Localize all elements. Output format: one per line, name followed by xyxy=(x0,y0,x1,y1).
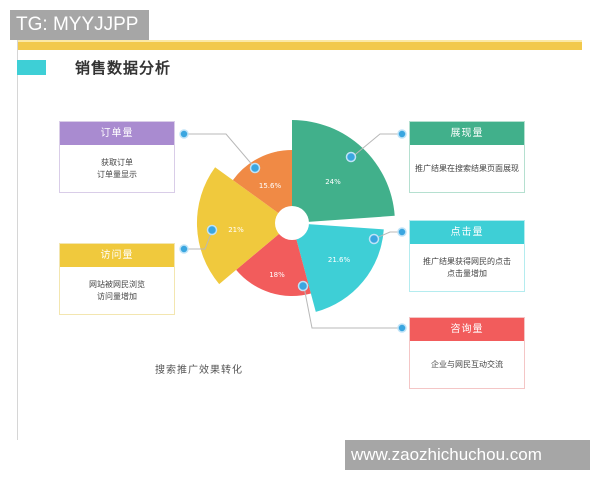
card-impressions: 展现量 推广结果在搜索结果页面展现 xyxy=(409,121,525,193)
leader-line-orders xyxy=(186,133,256,169)
slice-orders[interactable] xyxy=(232,149,292,223)
header-rule xyxy=(17,40,582,50)
card-orders: 订单量 获取订单 订单量显示 xyxy=(59,121,175,193)
watermark-top: TG: MYYJJPP xyxy=(10,10,149,40)
slice-inquiries[interactable] xyxy=(236,223,311,296)
slice-impressions[interactable] xyxy=(292,120,395,223)
card-clicks: 点击量 推广结果获得网民的点击 点击量增加 xyxy=(409,220,525,292)
dot-icon xyxy=(397,323,407,333)
slice-label-inquiries: 18% xyxy=(269,271,285,279)
slice-label-orders: 15.6% xyxy=(259,182,282,190)
dot-icon xyxy=(206,224,218,236)
dot-icon xyxy=(397,129,407,139)
card-clicks-line1: 推广结果获得网民的点击 xyxy=(423,256,511,266)
leader-line-inquiries xyxy=(303,286,402,329)
dot-icon xyxy=(179,244,189,254)
leader-line-visits xyxy=(184,230,213,250)
card-inquiries-title: 咨询量 xyxy=(410,318,524,341)
watermark-bottom: www.zaozhichuchou.com xyxy=(345,440,590,470)
card-impressions-line1: 推广结果在搜索结果页面展现 xyxy=(415,163,519,173)
dot-icon xyxy=(368,233,380,245)
dot-icon xyxy=(297,280,309,292)
card-impressions-title: 展现量 xyxy=(410,122,524,145)
card-orders-title: 订单量 xyxy=(60,122,174,145)
card-visits-line2: 访问量增加 xyxy=(97,291,137,301)
card-orders-line1: 获取订单 xyxy=(101,157,133,167)
donut-hole xyxy=(275,206,309,240)
card-visits-line1: 网站被网民浏览 xyxy=(89,279,145,289)
dot-icon xyxy=(345,151,357,163)
slice-label-visits: 21% xyxy=(228,226,244,234)
left-border xyxy=(17,40,18,440)
dot-icon xyxy=(397,227,407,237)
slice-clicks[interactable] xyxy=(292,223,384,312)
page-title: 销售数据分析 xyxy=(75,59,172,77)
chart-caption: 搜索推广效果转化 xyxy=(155,365,243,376)
card-visits: 访问量 网站被网民浏览 访问量增加 xyxy=(59,243,175,315)
title-accent-bar xyxy=(17,60,46,75)
dot-icon xyxy=(179,129,189,139)
card-inquiries-line1: 企业与网民互动交流 xyxy=(431,359,503,369)
card-clicks-title: 点击量 xyxy=(410,221,524,244)
card-clicks-line2: 点击量增加 xyxy=(447,268,487,278)
card-visits-title: 访问量 xyxy=(60,244,174,267)
leader-line-impressions xyxy=(350,133,402,159)
card-inquiries: 咨询量 企业与网民互动交流 xyxy=(409,317,525,389)
slice-label-clicks: 21.6% xyxy=(328,256,351,264)
slice-visits[interactable] xyxy=(196,167,292,285)
card-orders-line2: 订单量显示 xyxy=(97,169,137,179)
dot-icon xyxy=(249,162,261,174)
slice-label-impressions: 24% xyxy=(325,178,341,186)
